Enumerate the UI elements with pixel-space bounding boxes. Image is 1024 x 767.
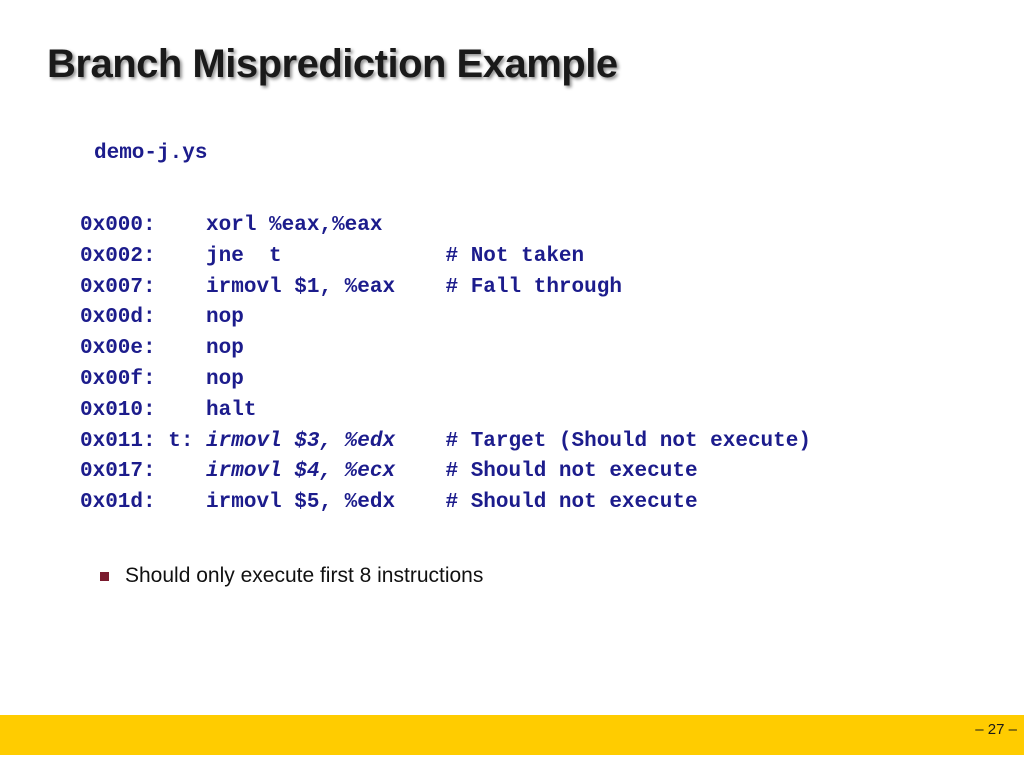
code-address: 0x00f: bbox=[80, 367, 156, 391]
page-number: – 27 – bbox=[975, 721, 1017, 738]
code-address: 0x010: bbox=[80, 398, 156, 422]
code-comment: # Not taken bbox=[445, 244, 585, 268]
code-comment: # Target (Should not execute) bbox=[445, 429, 811, 453]
code-address: 0x01d: bbox=[80, 491, 156, 515]
code-address: 0x017: bbox=[80, 460, 156, 484]
code-line: 0x00f: nop bbox=[80, 365, 811, 396]
code-label bbox=[168, 491, 206, 514]
code-label: t: bbox=[168, 429, 207, 453]
code-label bbox=[168, 368, 206, 391]
slide-title: Branch Misprediction Example bbox=[47, 42, 618, 86]
code-address: 0x000: bbox=[80, 214, 156, 237]
code-address: 0x011: bbox=[80, 429, 156, 453]
code-line: 0x010: halt bbox=[80, 396, 811, 427]
code-line: 0x011: t: irmovl $3, %edx # Target (Shou… bbox=[80, 427, 811, 458]
code-line: 0x002: jne t # Not taken bbox=[80, 242, 811, 273]
code-address: 0x00d: bbox=[80, 306, 156, 330]
code-line: 0x017: irmovl $4, %ecx # Should not exec… bbox=[80, 457, 811, 488]
bullet-item: Should only execute first 8 instructions bbox=[100, 564, 483, 588]
code-line: 0x01d: irmovl $5, %edx # Should not exec… bbox=[80, 488, 811, 519]
code-address: 0x00e: bbox=[80, 337, 156, 361]
code-instruction: nop bbox=[206, 367, 244, 391]
code-address: 0x002: bbox=[80, 244, 156, 268]
code-label bbox=[168, 460, 206, 483]
code-label bbox=[168, 214, 206, 237]
code-label bbox=[168, 245, 206, 268]
code-instruction: halt bbox=[206, 398, 257, 422]
code-instruction: irmovl $5, %edx bbox=[206, 491, 396, 515]
code-comment: # Fall through bbox=[445, 275, 622, 299]
code-instruction: jne t bbox=[206, 244, 282, 268]
code-comment: # Should not execute bbox=[445, 491, 698, 515]
square-bullet-icon bbox=[100, 571, 109, 581]
code-filename: demo-j.ys bbox=[94, 142, 208, 165]
code-label bbox=[168, 337, 206, 360]
code-label bbox=[168, 276, 206, 299]
code-line: 0x00e: nop bbox=[80, 334, 811, 365]
code-instruction: nop bbox=[206, 306, 244, 330]
code-line: 0x007: irmovl $1, %eax # Fall through bbox=[80, 273, 811, 304]
code-instruction: irmovl $1, %eax bbox=[206, 275, 396, 299]
code-comment: # Should not execute bbox=[445, 460, 698, 484]
code-line: 0x000: xorl %eax,%eax bbox=[80, 211, 811, 242]
code-line: 0x00d: nop bbox=[80, 303, 811, 334]
code-instruction: nop bbox=[206, 337, 244, 361]
code-label bbox=[168, 399, 206, 422]
code-label bbox=[168, 306, 206, 329]
code-instruction: xorl %eax,%eax bbox=[206, 214, 383, 237]
code-instruction: irmovl $4, %ecx bbox=[206, 460, 396, 484]
code-address: 0x007: bbox=[80, 275, 156, 299]
footer-bar: – 27 – bbox=[0, 715, 1024, 755]
code-instruction: irmovl $3, %edx bbox=[206, 429, 396, 453]
bullet-text: Should only execute first 8 instructions bbox=[125, 564, 484, 587]
